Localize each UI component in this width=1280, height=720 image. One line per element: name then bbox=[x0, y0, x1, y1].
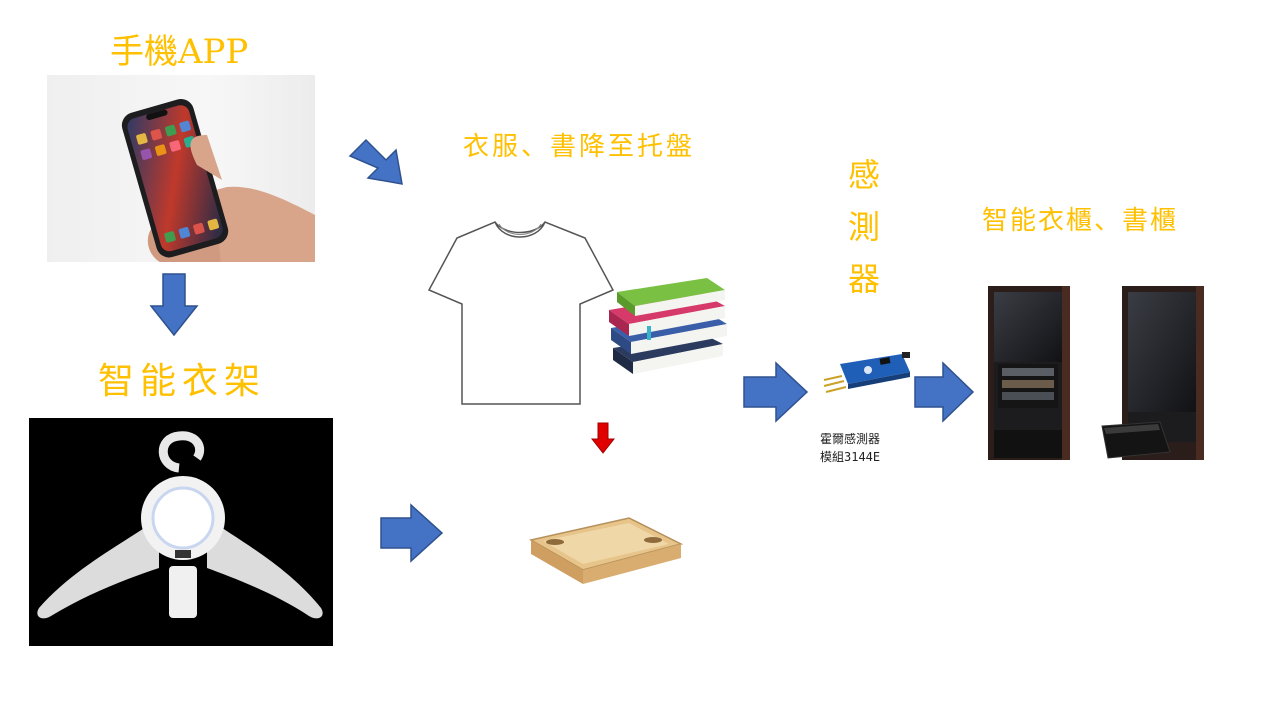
arrow-diagonal-icon bbox=[348, 138, 403, 185]
phone-app-title: 手機APP bbox=[110, 32, 249, 72]
red-down-arrow-icon bbox=[591, 422, 615, 454]
sensor-title-char-1: 感 bbox=[848, 156, 881, 194]
smart-cabinet-title: 智能衣櫃、書櫃 bbox=[982, 206, 1179, 236]
lower-to-tray-title: 衣服、書降至托盤 bbox=[463, 132, 696, 162]
cabinet-open-drawer-icon bbox=[1101, 286, 1204, 460]
arrow-right-to-cabinet-icon bbox=[914, 361, 975, 423]
sensor-title-char-3: 器 bbox=[848, 260, 881, 298]
hall-module-label-line2: 模組3144E bbox=[820, 450, 881, 464]
tshirt-icon bbox=[427, 221, 615, 405]
cabinet-closed-icon bbox=[988, 286, 1070, 460]
hanger-icon bbox=[37, 431, 323, 619]
tray-icon bbox=[528, 517, 684, 584]
sensor-title-char-2: 測 bbox=[848, 208, 881, 246]
smart-hanger-title: 智能衣架 bbox=[98, 361, 267, 402]
hall-module-label: 霍爾感測器 模組3144E bbox=[820, 430, 880, 466]
phone-in-hand-icon bbox=[121, 99, 315, 262]
smart-hanger-photo bbox=[29, 418, 333, 646]
hall-sensor-module-icon bbox=[823, 352, 910, 393]
books-icon bbox=[609, 278, 727, 374]
phone-photo bbox=[47, 75, 315, 262]
arrow-down-icon bbox=[149, 273, 199, 337]
hall-module-label-line1: 霍爾感測器 bbox=[820, 432, 881, 446]
arrow-right-to-sensor-icon bbox=[743, 361, 809, 423]
arrow-right-to-tray-icon bbox=[380, 503, 444, 563]
